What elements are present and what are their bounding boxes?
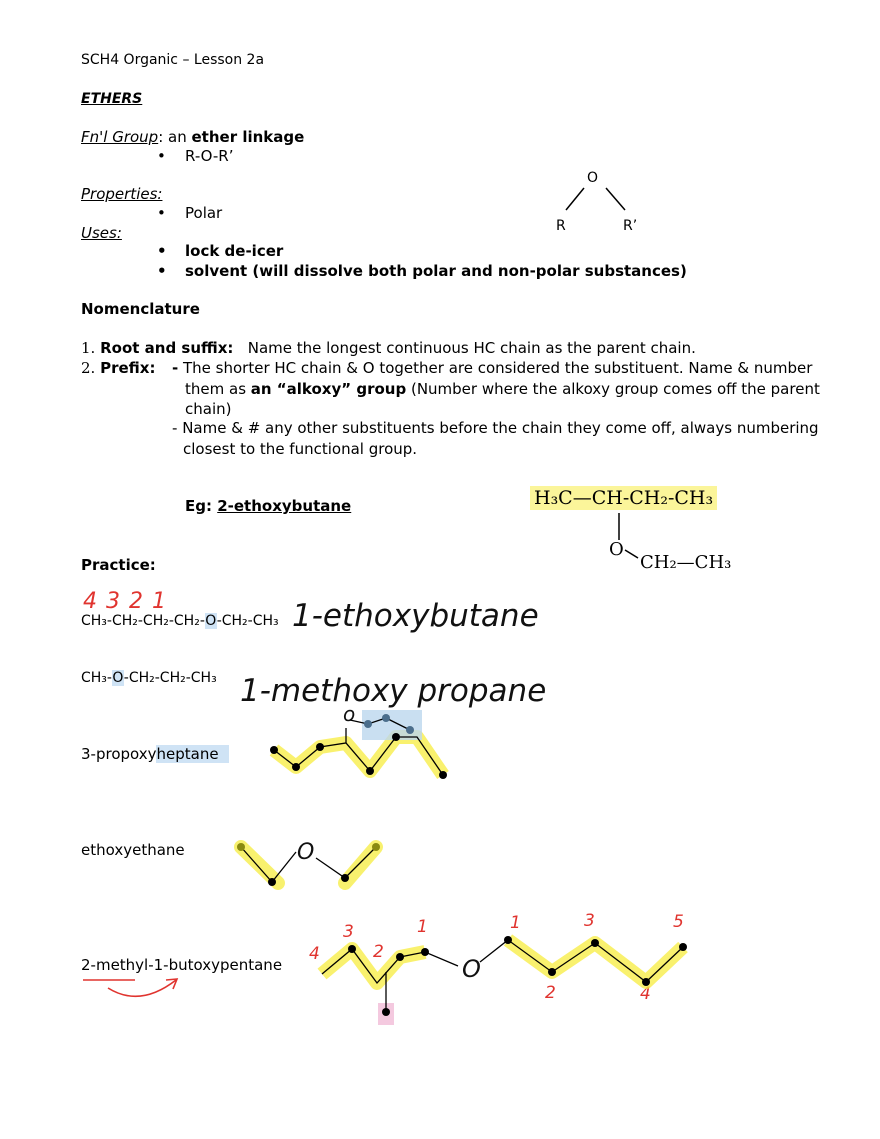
example-formula-row-1: H₃C—CH-CH₂-CH₃	[530, 486, 718, 510]
diagram-o: O	[587, 170, 599, 186]
nomenclature-heading: Nomenclature	[81, 300, 200, 318]
q5-num-right-5: 5	[673, 912, 684, 932]
q2-formula: CH₃-O-CH₂-CH₂-CH₃	[81, 670, 217, 686]
q5-num-left-2: 2	[373, 942, 384, 962]
q1-formula: CH₃-CH₂-CH₂-CH₂-O-CH₂-CH₃	[81, 613, 279, 629]
q1-carbon-numbers: 4 3 2 1	[83, 589, 167, 614]
nomenclature-sub-line-2: closest to the functional group.	[183, 440, 418, 458]
properties-bullet: Polar	[157, 204, 222, 222]
nomenclature-item-2: 2. Prefix:	[81, 359, 156, 377]
nomenclature-item-2-line-2: them as an “alkoxy” group (Number where …	[185, 380, 820, 398]
q5-num-right-4: 4	[640, 984, 651, 1004]
q2-answer: 1-methoxy propane	[240, 673, 547, 709]
q5-num-left-4: 4	[309, 944, 320, 964]
q5-name: 2-methyl-1-butoxypentane	[81, 956, 283, 974]
practice-heading: Practice:	[81, 556, 156, 574]
example-formula-row-2: CH₂—CH₃	[640, 552, 732, 573]
q5-red-arrow	[83, 978, 179, 998]
fn-group-label: Fn'l Group	[81, 128, 159, 146]
q5-num-right-3: 3	[584, 911, 595, 931]
nomenclature-item-2-line-1: - The shorter HC chain & O together are …	[172, 359, 813, 377]
diagram-rprime: R’	[623, 218, 638, 234]
example-line: Eg: 2-ethoxybutane	[185, 497, 352, 515]
q4-skeleton	[234, 840, 383, 890]
nomenclature-item-2-line-3: chain)	[185, 400, 232, 418]
q5-num-right-2: 2	[545, 983, 556, 1003]
q5-oxygen-label: O	[462, 955, 481, 983]
diagram-r: R	[556, 218, 566, 234]
q5-skeleton	[317, 934, 688, 1025]
uses-bullet-1: lock de-icer	[157, 242, 283, 260]
nomenclature-sub-line-1: - Name & # any other substituents before…	[172, 419, 819, 437]
section-title: ETHERS	[81, 91, 143, 107]
q3-name: 3-propoxyheptane	[81, 745, 229, 763]
uses-label: Uses:	[81, 224, 122, 242]
nomenclature-item-1: 1. Root and suffix: Name the longest con…	[81, 339, 696, 357]
ror-diagram-lines	[565, 187, 626, 211]
q5-num-right-1: 1	[510, 913, 521, 933]
fn-group-bold: ether linkage	[191, 128, 305, 146]
q1-answer: 1-ethoxybutane	[292, 598, 539, 634]
q4-oxygen-label: O	[297, 840, 315, 865]
example-bonds	[618, 513, 639, 559]
fn-group-bullet: R-O-R’	[157, 147, 234, 165]
lesson-header: SCH4 Organic – Lesson 2a	[81, 52, 265, 68]
example-formula-o: O	[609, 539, 624, 560]
uses-bullet-2: solvent (will dissolve both polar and no…	[157, 262, 687, 280]
properties-label: Properties:	[81, 185, 163, 203]
fn-group-line: Fn'l Group: an ether linkage	[81, 128, 304, 146]
q5-num-left-1: 1	[417, 917, 428, 937]
q5-num-left-3: 3	[343, 922, 354, 942]
fn-group-text: : an	[158, 128, 192, 146]
q3-skeleton	[269, 710, 449, 779]
q4-name: ethoxyethane	[81, 841, 185, 859]
